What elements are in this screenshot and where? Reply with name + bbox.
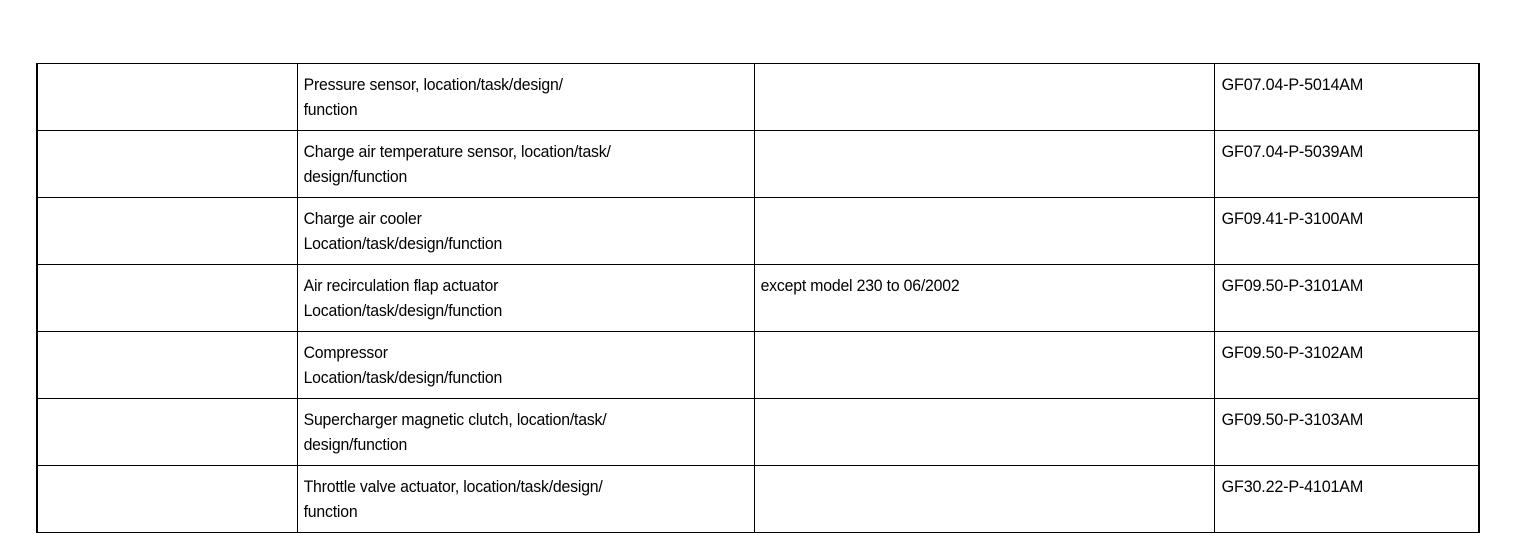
row-description-text: Air recirculation flap actuator Location… xyxy=(303,276,502,320)
row-document-no-cell: GF09.41-P-3100AM xyxy=(1213,197,1480,265)
row-condition-text xyxy=(755,466,1182,482)
row-description-cell: Charge air temperature sensor, location/… xyxy=(296,130,755,198)
row-description-cell: Compressor Location/task/design/function xyxy=(296,331,755,399)
row-condition-cell: except model 230 to 06/2002 xyxy=(753,264,1215,332)
row-condition-text xyxy=(755,131,1182,147)
row-condition-text xyxy=(755,198,1182,214)
row-description-text: Charge air temperature sensor, location/… xyxy=(303,142,611,186)
row-marker-cell xyxy=(36,130,298,198)
row-document-no-text: GF09.50-P-3101AM xyxy=(1221,276,1363,295)
row-marker-cell xyxy=(36,398,298,466)
row-marker-text xyxy=(38,332,297,389)
row-marker-cell xyxy=(36,465,298,533)
row-document-no-cell: GF07.04-P-5039AM xyxy=(1213,130,1480,198)
row-description-text: Supercharger magnetic clutch, location/t… xyxy=(303,410,606,454)
row-description-cell: Throttle valve actuator, location/task/d… xyxy=(296,465,755,533)
row-condition-cell xyxy=(753,63,1215,131)
row-marker-cell xyxy=(36,63,298,131)
row-marker-text xyxy=(38,466,297,523)
row-marker-cell xyxy=(36,264,298,332)
row-description-cell: Supercharger magnetic clutch, location/t… xyxy=(296,398,755,466)
table-row: Compressor Location/task/design/function… xyxy=(36,331,1480,399)
row-marker-cell xyxy=(36,197,298,265)
row-description-cell: Air recirculation flap actuator Location… xyxy=(296,264,755,332)
row-marker-text xyxy=(38,399,297,456)
row-document-no-cell: GF09.50-P-3102AM xyxy=(1213,331,1480,399)
row-document-no-text: GF09.50-P-3102AM xyxy=(1221,343,1363,362)
row-document-no-text: GF30.22-P-4101AM xyxy=(1221,477,1363,496)
row-document-no-text: GF09.50-P-3103AM xyxy=(1221,410,1363,429)
row-document-no-text: GF07.04-P-5039AM xyxy=(1221,142,1363,161)
row-marker-text xyxy=(38,198,297,255)
table-row: Charge air cooler Location/task/design/f… xyxy=(36,197,1480,265)
row-condition-cell xyxy=(753,465,1215,533)
row-document-no-cell: GF09.50-P-3103AM xyxy=(1213,398,1480,466)
table-row: Supercharger magnetic clutch, location/t… xyxy=(36,398,1480,466)
row-description-text: Pressure sensor, location/task/design/ f… xyxy=(303,75,563,119)
reference-document-table: Pressure sensor, location/task/design/ f… xyxy=(36,63,1480,533)
row-condition-cell xyxy=(753,398,1215,466)
row-condition-text xyxy=(755,399,1182,415)
row-description-text: Charge air cooler Location/task/design/f… xyxy=(303,209,502,253)
row-condition-cell xyxy=(753,130,1215,198)
row-document-no-text: GF09.41-P-3100AM xyxy=(1221,209,1363,228)
table-row: Pressure sensor, location/task/design/ f… xyxy=(36,63,1480,131)
row-condition-cell xyxy=(753,197,1215,265)
row-document-no-cell: GF09.50-P-3101AM xyxy=(1213,264,1480,332)
table-row: Throttle valve actuator, location/task/d… xyxy=(36,465,1480,533)
row-description-cell: Charge air cooler Location/task/design/f… xyxy=(296,197,755,265)
row-marker-text xyxy=(38,64,297,121)
table-row: Air recirculation flap actuator Location… xyxy=(36,264,1480,332)
row-document-no-text: GF07.04-P-5014AM xyxy=(1221,75,1363,94)
row-marker-cell xyxy=(36,331,298,399)
row-description-text: Compressor Location/task/design/function xyxy=(303,343,502,387)
row-description-text: Throttle valve actuator, location/task/d… xyxy=(303,477,603,521)
row-document-no-cell: GF07.04-P-5014AM xyxy=(1213,63,1480,131)
row-condition-cell xyxy=(753,331,1215,399)
row-marker-text xyxy=(38,131,297,188)
row-condition-text xyxy=(755,64,1182,80)
row-document-no-cell: GF30.22-P-4101AM xyxy=(1213,465,1480,533)
table-row: Charge air temperature sensor, location/… xyxy=(36,130,1480,198)
row-condition-text: except model 230 to 06/2002 xyxy=(760,276,959,295)
table-body: Pressure sensor, location/task/design/ f… xyxy=(36,63,1480,533)
row-condition-text xyxy=(755,332,1182,348)
row-marker-text xyxy=(38,265,297,322)
row-description-cell: Pressure sensor, location/task/design/ f… xyxy=(296,63,755,131)
